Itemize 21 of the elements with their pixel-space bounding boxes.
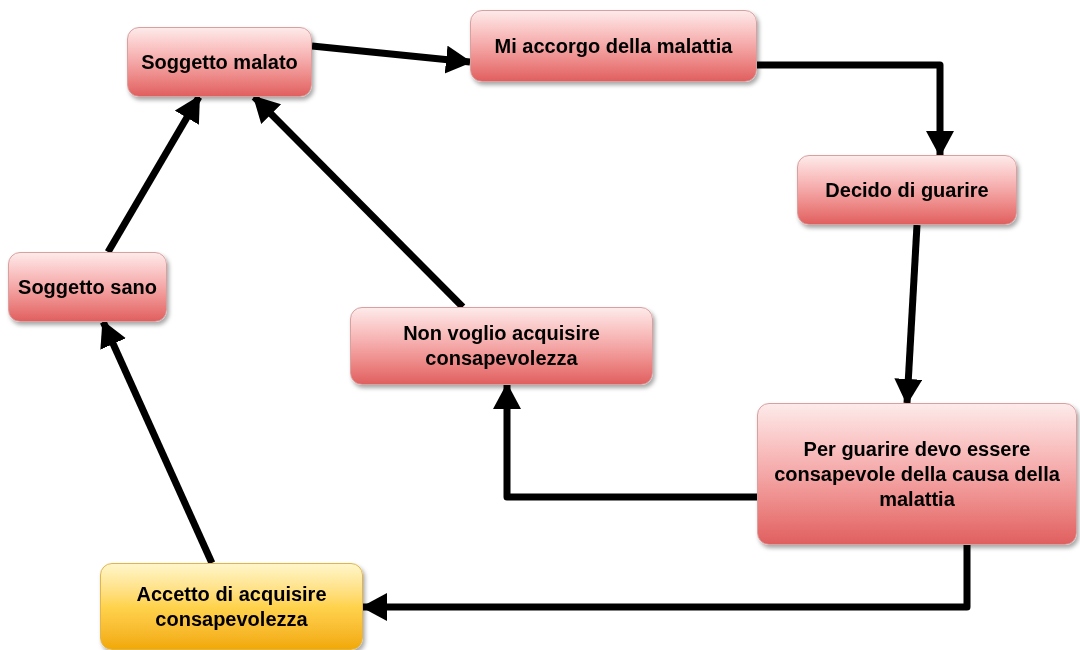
arrow <box>894 224 923 405</box>
arrow <box>493 383 757 501</box>
process-box <box>797 155 1017 225</box>
box-label: Soggetto malato <box>141 49 298 75</box>
box-label: Decido di guarire <box>825 177 989 203</box>
box-label: Accetto di acquisire consapevolezza <box>135 581 328 632</box>
arrow <box>105 95 202 254</box>
box-label: Per guarire devo essere consapevole della causa della malattia <box>773 436 1061 512</box>
arrow <box>311 42 472 74</box>
arrow <box>757 61 954 157</box>
arrow <box>361 545 971 621</box>
process-box <box>350 307 653 385</box>
process-box <box>470 10 757 82</box>
process-box <box>8 252 167 322</box>
process-box <box>757 403 1077 545</box>
box-label: Non voglio acquisire consapevolezza <box>402 321 601 371</box>
arrow <box>100 320 216 565</box>
box-label: Soggetto sano <box>18 274 157 300</box>
process-box <box>127 27 312 97</box>
box-label: Mi accorgo della malattia <box>494 33 733 59</box>
process-box <box>100 563 363 650</box>
